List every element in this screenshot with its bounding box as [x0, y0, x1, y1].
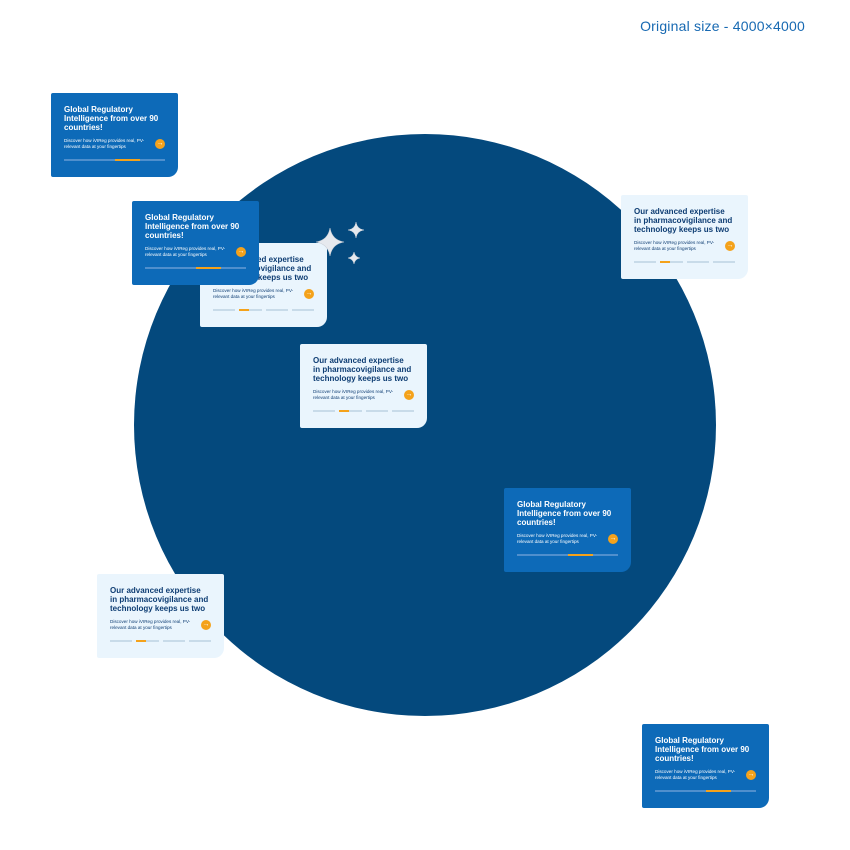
card-title: Global Regulatory Intelligence from over… [145, 213, 240, 240]
card-description: Discover how iVIReg provides real, PV-re… [213, 288, 294, 300]
card-title: Global Regulatory Intelligence from over… [64, 105, 159, 132]
card-title: Our advanced expertise in pharmacovigila… [634, 207, 733, 234]
card-title: Our advanced expertise in pharmacovigila… [313, 356, 412, 383]
original-size-label: Original size - 4000×4000 [640, 18, 805, 34]
card-description: Discover how iVIReg provides real, PV-re… [517, 533, 598, 545]
card-title: Our advanced expertise in pharmacovigila… [110, 586, 209, 613]
card-light-top-right[interactable]: Our advanced expertise in pharmacovigila… [621, 195, 748, 279]
card-progress [110, 640, 211, 642]
card-progress [64, 159, 165, 161]
arrow-right-icon[interactable]: → [404, 390, 414, 401]
arrow-right-icon[interactable]: → [155, 139, 165, 150]
card-progress [145, 267, 246, 269]
card-light-bottom-left[interactable]: Our advanced expertise in pharmacovigila… [97, 574, 224, 658]
arrow-right-icon[interactable]: → [236, 247, 246, 258]
card-progress [634, 261, 735, 263]
arrow-right-icon[interactable]: → [725, 241, 735, 252]
card-dark-top-left[interactable]: Global Regulatory Intelligence from over… [51, 93, 178, 177]
card-description: Discover how iVIReg provides real, PV-re… [634, 240, 715, 252]
card-description: Discover how iVIReg provides real, PV-re… [655, 769, 736, 781]
card-title: Global Regulatory Intelligence from over… [517, 500, 612, 527]
arrow-right-icon[interactable]: → [746, 770, 756, 781]
card-progress [213, 309, 314, 311]
card-progress [313, 410, 414, 412]
card-description: Discover how iVIReg provides real, PV-re… [145, 246, 226, 258]
arrow-right-icon[interactable]: → [608, 534, 618, 545]
card-description: Discover how iVIReg provides real, PV-re… [64, 138, 145, 150]
card-progress [655, 790, 756, 792]
arrow-right-icon[interactable]: → [201, 620, 211, 631]
sparkle-icon [315, 221, 365, 265]
card-description: Discover how iVIReg provides real, PV-re… [110, 619, 191, 631]
card-dark-right-middle[interactable]: Global Regulatory Intelligence from over… [504, 488, 631, 572]
card-light-center[interactable]: Our advanced expertise in pharmacovigila… [300, 344, 427, 428]
card-dark-overlap[interactable]: Global Regulatory Intelligence from over… [132, 201, 259, 285]
card-description: Discover how iVIReg provides real, PV-re… [313, 389, 394, 401]
arrow-right-icon[interactable]: → [304, 289, 314, 300]
card-progress [517, 554, 618, 556]
card-title: Global Regulatory Intelligence from over… [655, 736, 750, 763]
card-dark-bottom-right[interactable]: Global Regulatory Intelligence from over… [642, 724, 769, 808]
